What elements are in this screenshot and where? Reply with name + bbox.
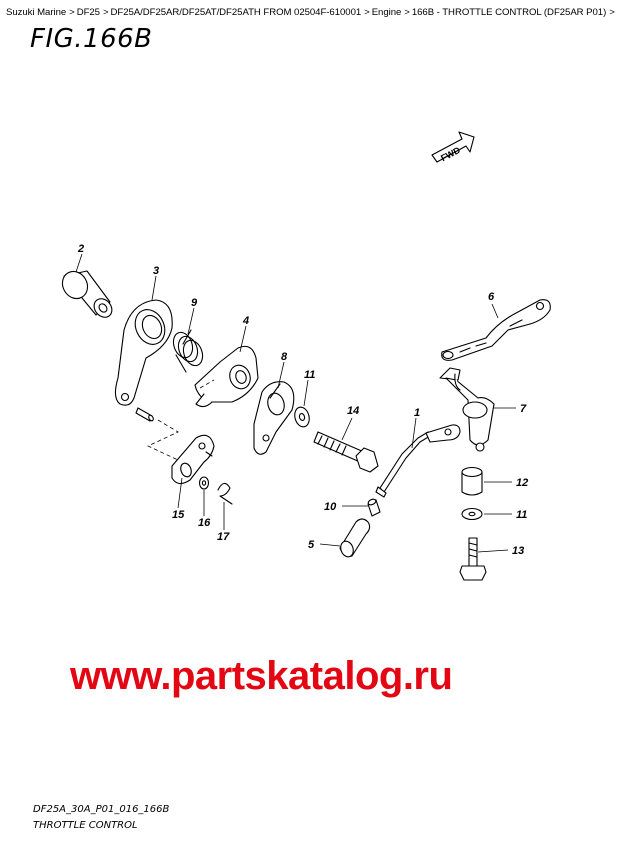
callout-12[interactable]: 12 <box>516 477 528 489</box>
part-14-bolt[interactable] <box>313 431 379 473</box>
leader-line-11 <box>303 379 309 407</box>
breadcrumb-item-df25[interactable]: DF25 <box>76 7 100 18</box>
callout-10[interactable]: 10 <box>324 501 337 513</box>
dashed-guide-line <box>147 419 179 461</box>
callout-11b[interactable]: 11 <box>516 509 527 521</box>
callout-14[interactable]: 14 <box>347 405 359 417</box>
part-9-spring[interactable] <box>170 329 206 373</box>
breadcrumb-separator: > <box>102 7 109 18</box>
leader-line-8 <box>277 361 285 389</box>
part-1-rod[interactable] <box>375 424 461 498</box>
callout-15[interactable]: 15 <box>172 509 185 521</box>
callout-5[interactable]: 5 <box>308 539 315 551</box>
fwd-arrow-icon: FWD <box>431 131 475 163</box>
leader-line-9 <box>187 307 195 335</box>
leader-line-5 <box>319 543 341 547</box>
callout-6[interactable]: 6 <box>488 291 495 303</box>
callout-3[interactable]: 3 <box>153 265 159 277</box>
part-8-lever[interactable] <box>253 381 295 455</box>
part-11-washer[interactable] <box>293 406 312 429</box>
part-10-bushing[interactable] <box>367 498 381 517</box>
leader-line-2 <box>75 253 83 273</box>
callout-1[interactable]: 1 <box>414 407 420 419</box>
part-12-collar[interactable] <box>461 466 483 496</box>
part-3-lever[interactable] <box>114 299 173 406</box>
breadcrumb-separator: > <box>364 7 370 18</box>
part-15-clamp[interactable] <box>171 434 215 485</box>
figure-caption: THROTTLE CONTROL <box>33 820 138 831</box>
part-4-bracket[interactable] <box>194 345 259 408</box>
leader-line-1 <box>411 417 417 449</box>
breadcrumb-item-engine[interactable]: Engine <box>371 7 402 18</box>
breadcrumb-separator: > <box>69 7 75 18</box>
part-2-sleeve[interactable] <box>58 267 116 321</box>
breadcrumb-item-current: 166B - THROTTLE CONTROL (DF25AR P01) <box>411 7 607 18</box>
leader-line-3 <box>151 275 157 301</box>
part-16-washer[interactable] <box>198 476 210 490</box>
breadcrumb-item-suzuki-marine[interactable]: Suzuki Marine <box>6 7 67 18</box>
callout-7[interactable]: 7 <box>520 403 527 415</box>
part-11b-washer[interactable] <box>461 507 483 521</box>
part-13-bolt[interactable] <box>459 537 487 581</box>
leader-line-15 <box>177 477 183 509</box>
breadcrumb-separator: > <box>609 7 615 18</box>
part-17-clip[interactable] <box>217 482 233 505</box>
parts-diagram: FWD <box>58 131 551 581</box>
callout-13[interactable]: 13 <box>512 545 524 557</box>
breadcrumb-separator: > <box>404 7 410 18</box>
part-7-bellcrank[interactable] <box>439 367 495 452</box>
callout-8[interactable]: 8 <box>281 351 288 363</box>
figure-code: DF25A_30A_P01_016_166B <box>33 804 170 815</box>
callout-17[interactable]: 17 <box>217 531 230 543</box>
leader-line-14 <box>341 417 353 441</box>
callout-11[interactable]: 11 <box>304 369 315 381</box>
figure-title: FIG.166B <box>30 24 153 54</box>
pin-part[interactable] <box>135 407 154 422</box>
part-6-link-arm[interactable] <box>441 299 551 361</box>
watermark: www.partskatalog.ru <box>70 654 453 698</box>
leader-line-4 <box>239 325 247 353</box>
leader-line-13 <box>477 549 509 553</box>
callout-9[interactable]: 9 <box>191 297 198 309</box>
dashed-guide-line <box>199 379 215 389</box>
breadcrumb-item-model[interactable]: DF25A/DF25AR/DF25AT/DF25ATH FROM 02504F-… <box>110 7 362 18</box>
part-5-joint-cap[interactable] <box>339 518 371 559</box>
callout-4[interactable]: 4 <box>242 315 249 327</box>
callout-2[interactable]: 2 <box>77 243 84 255</box>
leader-line-6 <box>491 303 499 319</box>
callout-16[interactable]: 16 <box>198 517 211 529</box>
breadcrumb: Suzuki Marine>DF25>DF25A/DF25AR/DF25AT/D… <box>6 7 615 19</box>
